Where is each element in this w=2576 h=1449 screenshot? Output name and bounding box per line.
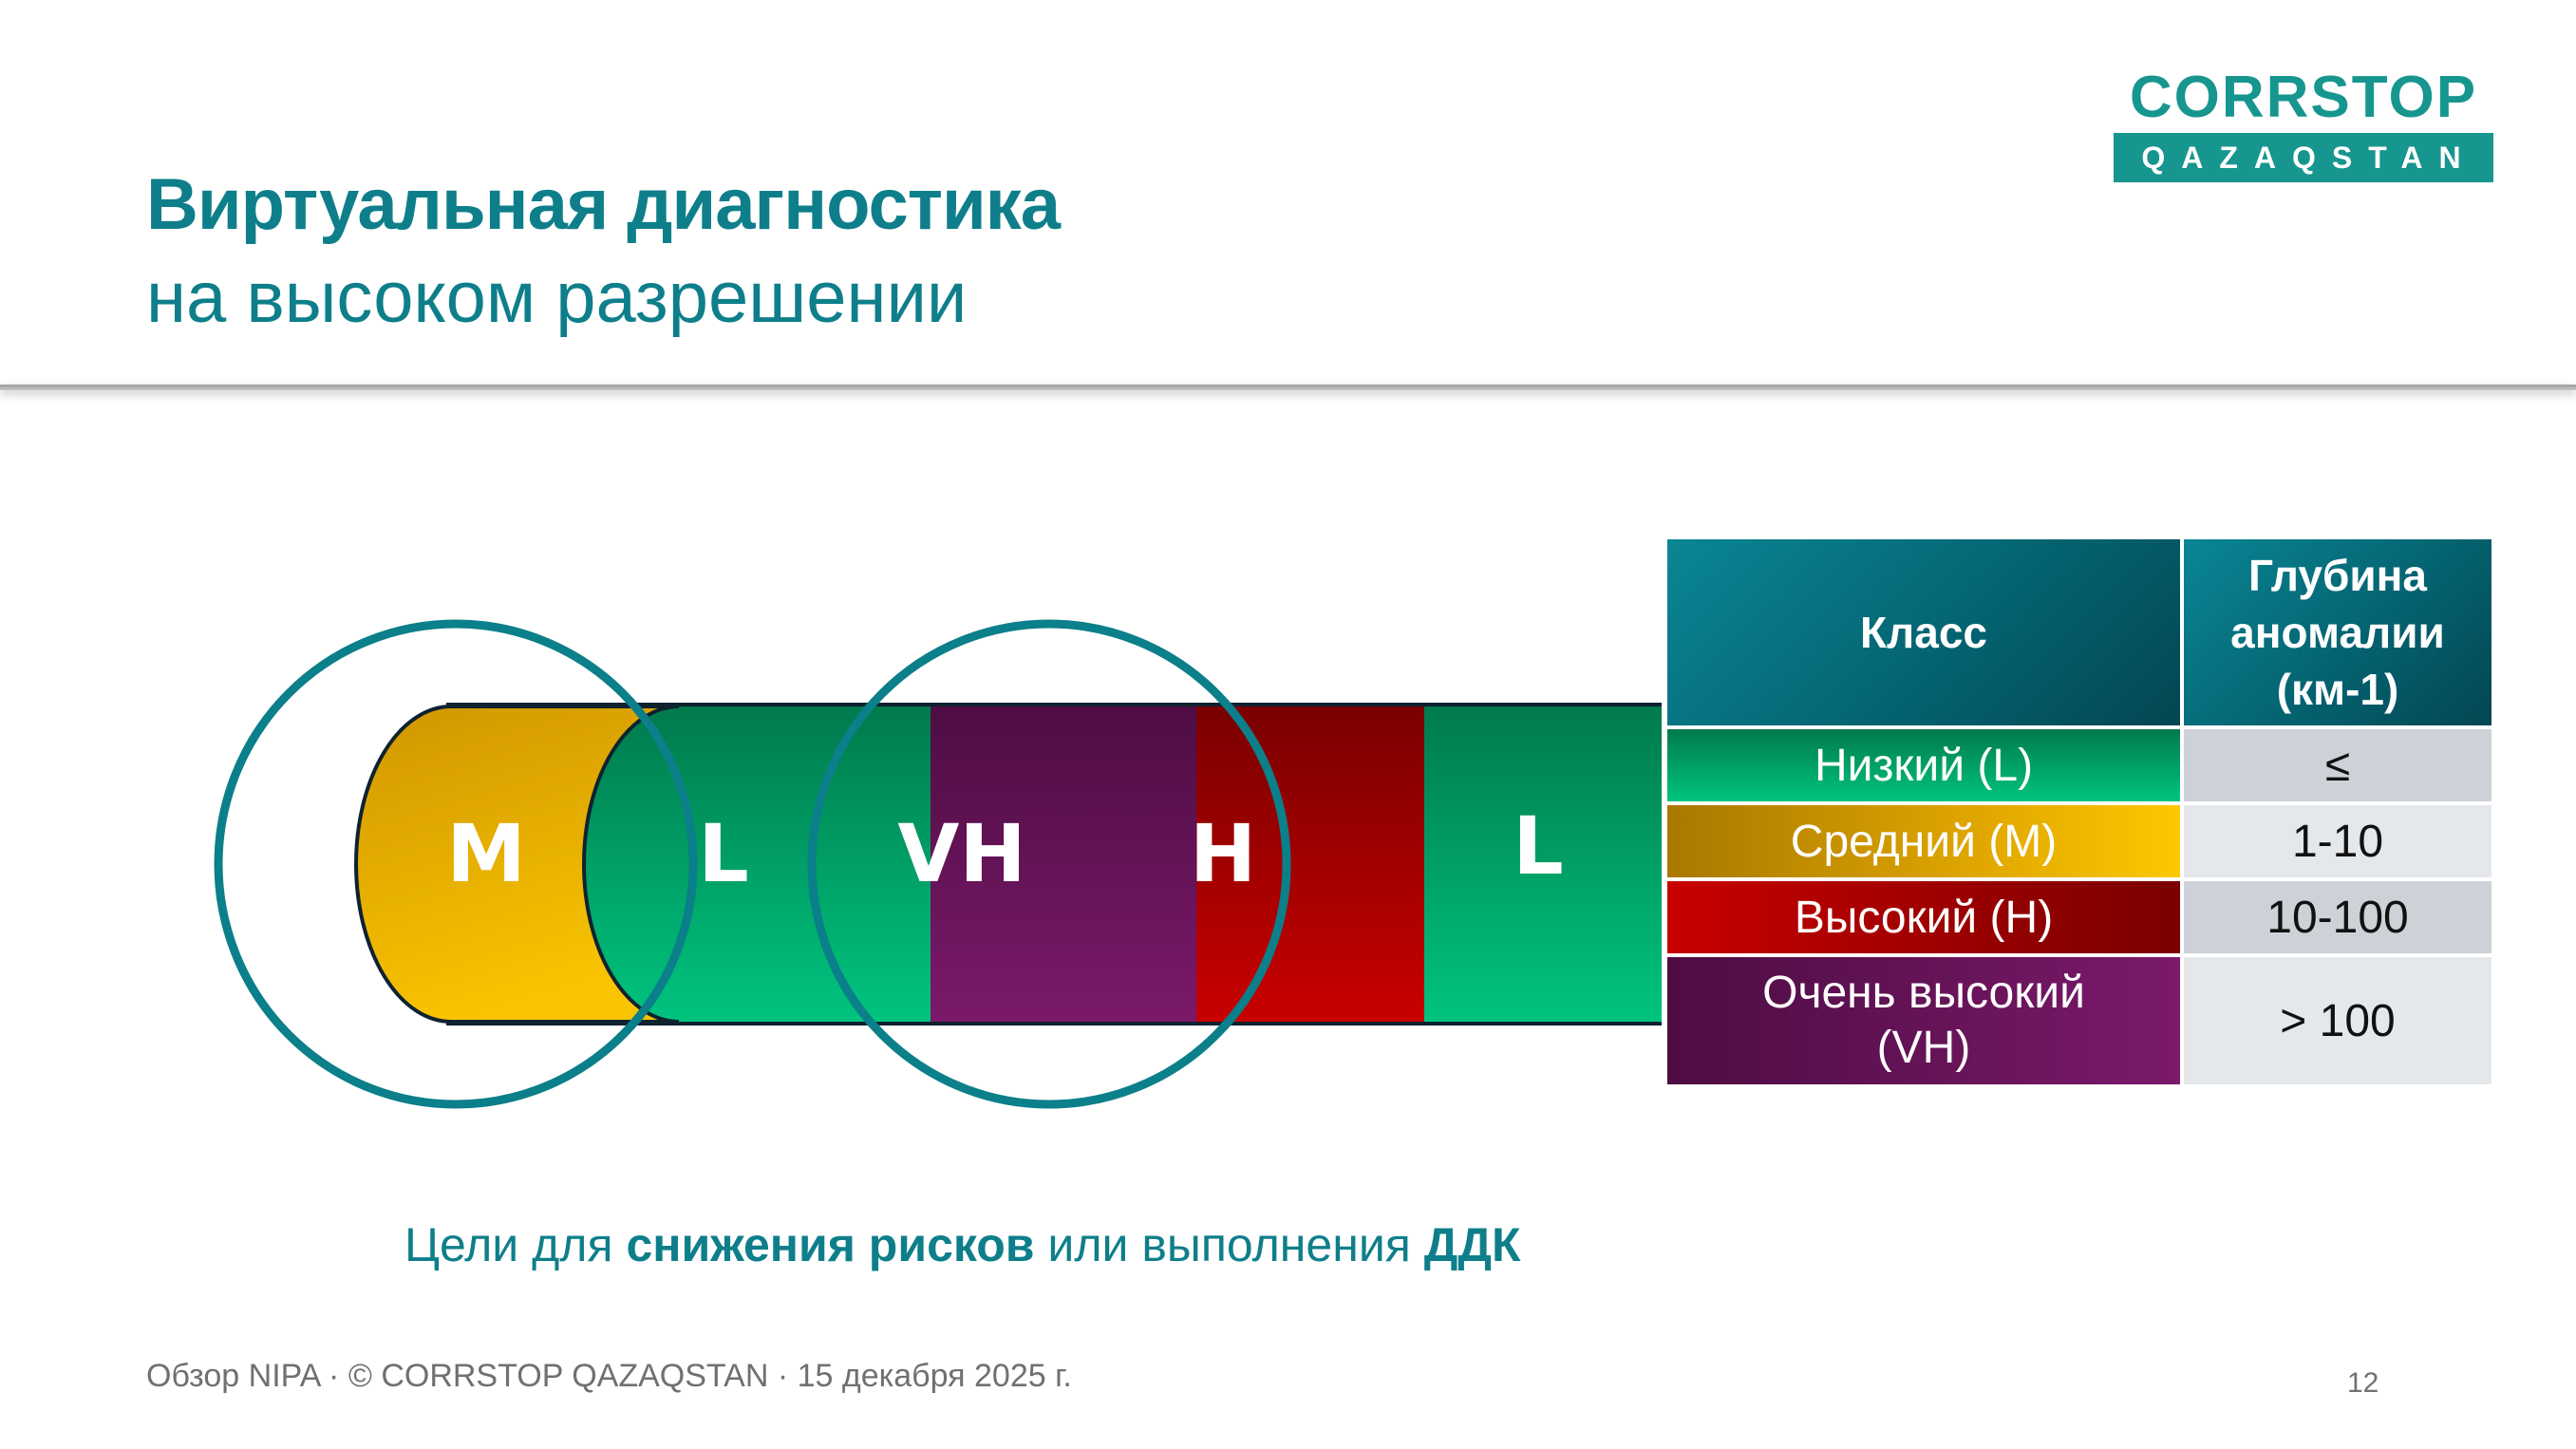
segment-label-l2: L [1513, 800, 1564, 893]
anomaly-class-table: Класс Глубина аномалии (км-1) Низкий (L)… [1664, 536, 2495, 1088]
page-title: Виртуальная диагностика [146, 164, 1061, 245]
segment-label-m: M [446, 807, 526, 900]
table-row: Высокий (H) 10-100 [1667, 881, 2491, 953]
pipeline-diagram: M L VH H L [214, 619, 1662, 1109]
table-row: Средний (M) 1-10 [1667, 805, 2491, 877]
inspection-ring-left [214, 619, 698, 1109]
footer-text: Обзор NIPA · © CORRSTOP QAZAQSTAN · 15 д… [146, 1358, 1072, 1394]
caption-emphasis-ddk: ДДК [1423, 1218, 1521, 1271]
segment-label-l1: L [698, 807, 749, 900]
inspection-ring-right [807, 619, 1291, 1109]
class-cell-medium: Средний (M) [1667, 805, 2180, 877]
logo-subtitle: QAZAQSTAN [2114, 133, 2493, 182]
page-subtitle: на высоком разрешении [146, 257, 968, 338]
class-cell-low: Низкий (L) [1667, 729, 2180, 801]
header-divider [0, 385, 2576, 390]
slide-header: Виртуальная диагностика на высоком разре… [0, 0, 2576, 387]
table-header-row: Класс Глубина аномалии (км-1) [1667, 539, 2491, 725]
header-depth: Глубина аномалии (км-1) [2184, 539, 2491, 725]
segment-label-vh: VH [897, 807, 1025, 900]
logo-wordmark: CORRSTOP [2129, 65, 2478, 130]
caption-emphasis-risk: снижения рисков [626, 1218, 1035, 1271]
class-cell-high: Высокий (H) [1667, 881, 2180, 953]
class-cell-very-high: Очень высокий (VH) [1667, 957, 2180, 1084]
table-row: Очень высокий (VH) > 100 [1667, 957, 2491, 1084]
depth-cell-very-high: > 100 [2184, 957, 2491, 1084]
page-number: 12 [2347, 1367, 2379, 1399]
table-row: Низкий (L) ≤ [1667, 729, 2491, 801]
depth-cell-low: ≤ [2184, 729, 2491, 801]
segment-label-h: H [1190, 807, 1256, 900]
depth-cell-medium: 1-10 [2184, 805, 2491, 877]
depth-cell-high: 10-100 [2184, 881, 2491, 953]
header-class: Класс [1667, 539, 2180, 725]
caption-text: Цели для снижения рисков или выполнения … [404, 1218, 1521, 1271]
company-logo: CORRSTOP QAZAQSTAN [2114, 68, 2493, 182]
